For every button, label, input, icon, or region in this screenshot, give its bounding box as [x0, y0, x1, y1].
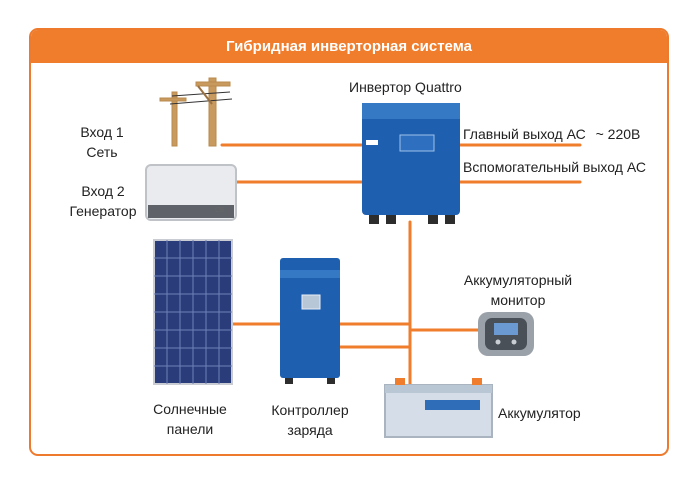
main-output-voltage: ~ 220В [595, 126, 641, 142]
wires [220, 143, 582, 387]
input2-line2: Генератор [69, 203, 137, 219]
charge-controller-icon [280, 258, 340, 384]
main-output-label: Главный выход АС ~ 220В [463, 124, 640, 144]
input2-label: Вход 2 Генератор [58, 181, 148, 221]
battery-label: Аккумулятор [498, 405, 581, 421]
grid-pole-icon [159, 77, 233, 147]
input1-line1: Вход 1 [80, 124, 124, 140]
controller-line1: Контроллер [271, 402, 349, 418]
input2-line1: Вход 2 [81, 183, 125, 199]
inverter-device-icon [362, 103, 460, 224]
solar-panel-icon [153, 239, 233, 385]
svg-text:CE: CE [215, 206, 224, 214]
battery-monitor-icon [478, 312, 534, 356]
battery-icon [384, 378, 493, 438]
controller-label: Контроллер заряда [260, 400, 360, 440]
solar-line1: Солнечные [153, 401, 227, 417]
aux-output-label: Вспомогательный выход АС [463, 159, 646, 175]
generator-icon: CE [145, 164, 237, 221]
diagram-frame: Гибридная инверторная система [29, 28, 669, 456]
solar-label: Солнечные панели [140, 399, 240, 439]
battery-monitor-line2: монитор [490, 292, 546, 308]
battery-monitor-line1: Аккумуляторный [463, 272, 573, 288]
input1-line2: Сеть [86, 144, 118, 160]
solar-line2: панели [166, 421, 214, 437]
controller-line2: заряда [287, 422, 333, 438]
main-output-name: Главный выход АС [463, 126, 586, 142]
inverter-label: Инвертор Quattro [349, 79, 462, 95]
battery-monitor-label: Аккумуляторный монитор [448, 270, 588, 310]
diagram-title: Гибридная инверторная система [31, 30, 667, 63]
input1-label: Вход 1 Сеть [62, 122, 142, 162]
